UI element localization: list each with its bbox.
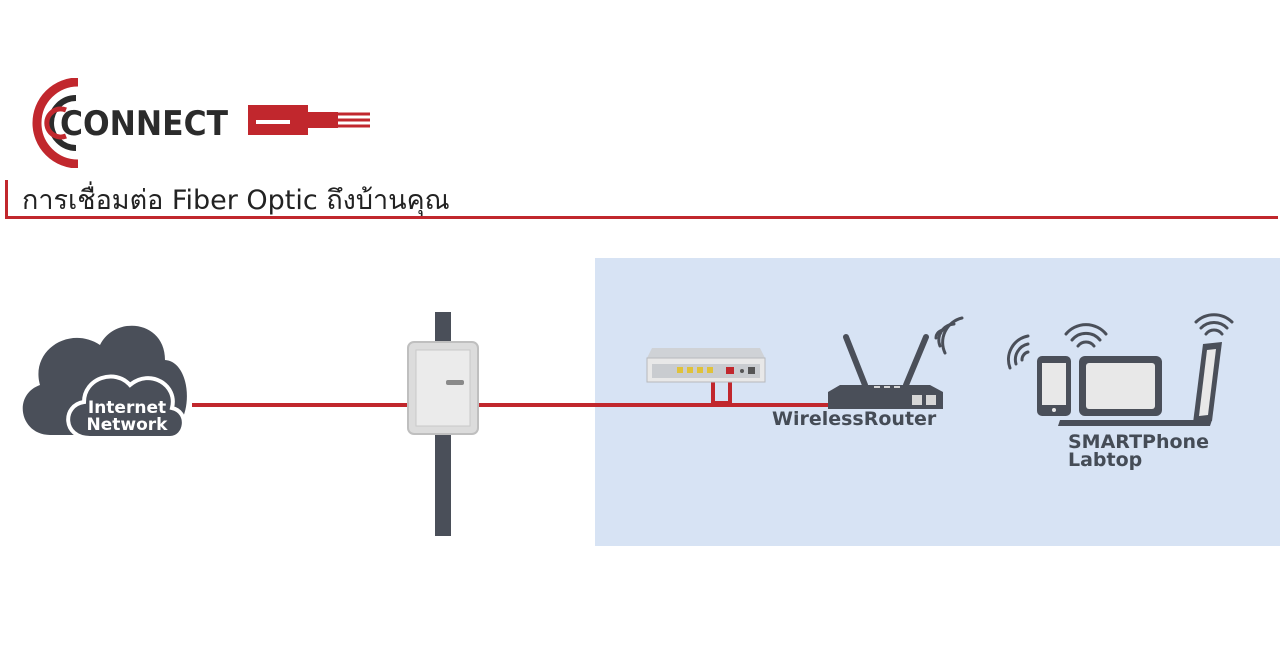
wireless-router-icon [828,316,964,409]
pole-splice-box-icon [407,312,479,536]
cloud-icon [22,325,187,440]
cloud-label-line2: Network [86,415,168,435]
router-wifi-signal-icon [934,316,964,355]
fiber-lines [192,372,832,407]
logo-text: CONNECT [60,104,229,144]
logo-emblem-icon [32,78,79,168]
cloud-label: Internet Network [84,400,170,434]
tablet-icon [1064,323,1162,416]
page-title: การเชื่อมต่อ Fiber Optic ถึงบ้านคุณ [22,185,450,216]
title-divider [5,216,1278,219]
smartphone-icon [1006,334,1071,416]
devices-label: SMARTPhone Labtop [1068,431,1209,471]
laptop-icon [1058,313,1234,426]
cloud-label-line1: Internet [87,398,167,418]
ont-to-router-cable [711,372,732,405]
router-label: WirelessRouter [772,408,937,430]
ont-modem-icon [646,348,766,383]
devices-label-line2: Labtop [1068,449,1143,471]
fiber-connector-icon [248,105,370,135]
devices-label-line1: SMARTPhone [1068,431,1209,453]
title-accent-bar [5,180,8,218]
connect-logo: CONNECT [32,78,370,168]
